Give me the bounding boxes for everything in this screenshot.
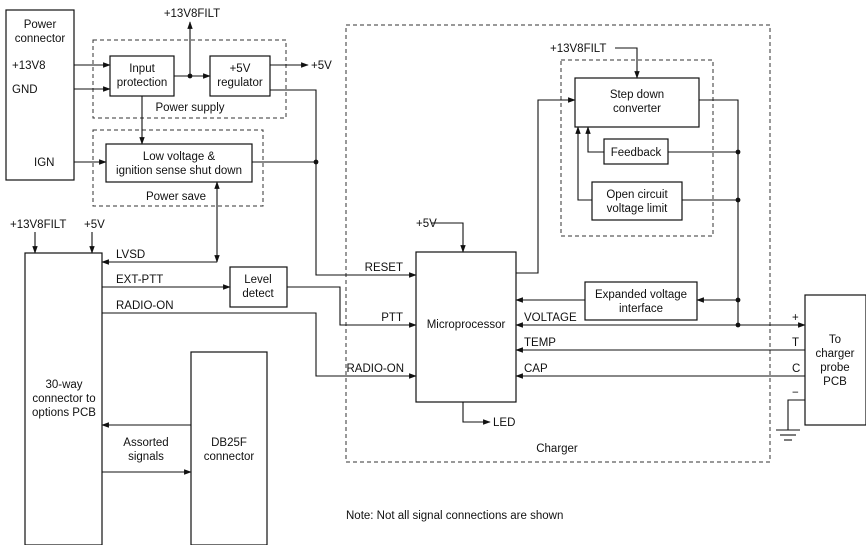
assorted-signals-label: Assorted [123,437,168,449]
step-down-label: converter [613,103,661,115]
wires [32,21,806,475]
power-save-group [92,129,264,207]
probe-pcb-block [804,294,866,426]
input-protection-label: protection [117,77,168,89]
out-5v-label: +5V [311,60,332,72]
radio-on-mid-label: RADIO-ON [347,363,405,375]
step-down-label: Step down [610,89,664,101]
regulator-label: +5V [230,63,251,75]
probe-pcb-label: PCB [823,376,847,388]
feedback-label: Feedback [611,147,662,159]
pin-c-label: C [792,363,800,375]
charger-label: Charger [536,443,578,455]
low-voltage-label: ignition sense shut down [116,165,242,177]
microprocessor-label: Microprocessor [427,319,506,331]
probe-pcb-label: probe [820,362,849,374]
connector-30-way-label: connector to [32,393,95,405]
pin-ign-label: IGN [34,157,54,169]
connector-30-way-block [24,252,103,545]
pin-plus-label: + [792,312,799,324]
input-protection-label: Input [129,63,155,75]
left-5v-label: +5V [84,219,105,231]
reset-label: RESET [365,262,403,274]
junctions [187,73,741,328]
regulator-block [209,55,271,97]
pin-minus-label: − [792,387,799,399]
power-supply-group [92,39,287,119]
level-detect-block [229,266,288,308]
expanded-voltage-label: Expanded voltage [595,289,687,301]
open-circuit-label: Open circuit [606,189,668,201]
note-text: Note: Not all signal connections are sho… [346,510,563,522]
db25-block [190,351,268,545]
connector-30-way-label: options PCB [32,407,96,419]
pin-gnd-label: GND [12,84,38,96]
lvsd-label: LVSD [116,249,145,261]
radio-on-left-label: RADIO-ON [116,300,174,312]
temp-label: TEMP [524,337,556,349]
power-connector-label: connector [15,33,66,45]
low-voltage-block [105,143,253,183]
cap-label: CAP [524,363,548,375]
left-13v8filt-label: +13V8FILT [10,219,66,231]
open-circuit-label: voltage limit [607,203,669,215]
voltage-label: VOLTAGE [524,312,577,324]
ptt-label: PTT [381,312,403,324]
charger-group [345,24,771,463]
low-voltage-label: Low voltage & [143,151,216,163]
input-protection-block [109,55,175,97]
pin-t-label: T [792,337,799,349]
power-supply-label: Power supply [155,102,224,114]
ext-ptt-label: EXT-PTT [116,274,163,286]
step-down-group [560,59,714,237]
open-circuit-block [591,181,683,221]
top-13v8filt-label: +13V8FILT [164,8,220,20]
power-connector-block [5,9,75,181]
probe-pcb-label: To [829,334,841,346]
power-save-label: Power save [146,191,206,203]
db25-label: DB25F [211,437,247,449]
regulator-label: regulator [217,77,263,89]
expanded-voltage-label: interface [619,303,663,315]
micro-5v-label: +5V [416,218,437,230]
pin-13v8-label: +13V8 [12,60,46,72]
probe-pcb-label: charger [816,348,855,360]
db25-label: connector [204,451,255,463]
connector-30-way-label: 30-way [45,379,82,391]
expanded-voltage-block [584,281,698,321]
charger-13v8filt-label: +13V8FILT [550,43,606,55]
level-detect-label: Level [244,274,272,286]
power-connector-label: Power [24,19,57,31]
assorted-signals-label: signals [128,451,164,463]
led-label: LED [493,417,515,429]
level-detect-label: detect [242,288,274,300]
